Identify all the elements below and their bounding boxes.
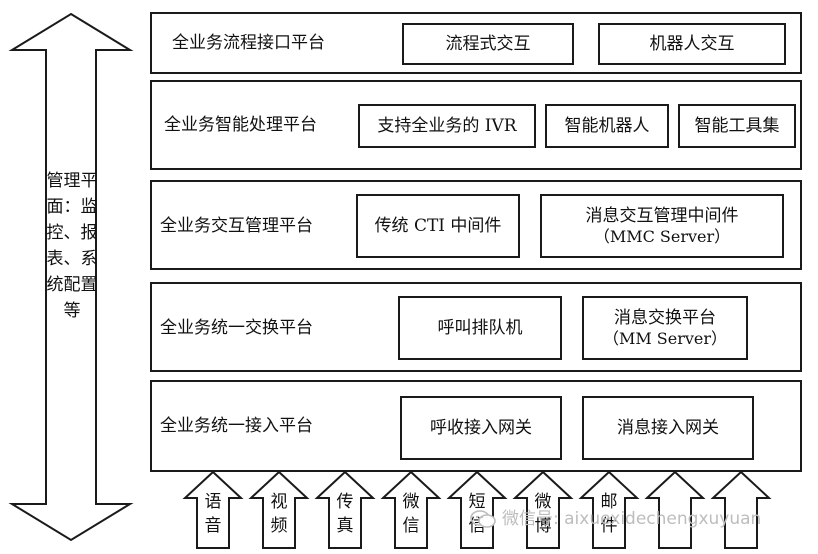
box-text: 呼叫排队机 bbox=[437, 317, 523, 338]
channel-extra-arrow bbox=[644, 470, 706, 550]
box-text: 支持全业务的 IVR bbox=[377, 115, 517, 136]
channel-label: 微 博 bbox=[512, 490, 574, 538]
layer-unified-switching: 全业务统一交换平台 呼叫排队机 消息交换平台 （MM Server） bbox=[150, 282, 802, 372]
box-subtext: （MM Server） bbox=[602, 328, 728, 348]
side-label-line: 管理平 bbox=[46, 171, 98, 191]
channel-label-char: 邮 bbox=[600, 492, 618, 512]
channel-label-char: 微 bbox=[534, 492, 552, 512]
channel-weibo-arrow: 微 博 bbox=[512, 470, 574, 550]
smart-tools-box: 智能工具集 bbox=[678, 104, 796, 148]
channel-extra-arrow bbox=[710, 470, 772, 550]
ivr-box: 支持全业务的 IVR bbox=[358, 104, 536, 148]
channel-label-char: 视 bbox=[270, 492, 288, 512]
layer-title: 全业务交互管理平台 bbox=[160, 216, 313, 236]
box-text: 消息交互管理中间件 bbox=[585, 205, 739, 226]
watermark: 微信号: aixuexidechengxuyuan bbox=[470, 504, 761, 529]
channel-label-char: 真 bbox=[336, 516, 354, 536]
box-text: 传统 CTI 中间件 bbox=[374, 215, 502, 236]
side-label-line: 等 bbox=[63, 301, 81, 321]
call-access-gateway-box: 呼收接入网关 bbox=[400, 396, 562, 460]
channel-wechat-arrow: 微 信 bbox=[380, 470, 442, 550]
box-text: 流程式交互 bbox=[445, 33, 531, 54]
channel-fax-arrow: 传 真 bbox=[314, 470, 376, 550]
side-label-line: 统配置 bbox=[46, 275, 98, 295]
layer-unified-access: 全业务统一接入平台 呼收接入网关 消息接入网关 bbox=[150, 380, 802, 472]
box-text: 呼收接入网关 bbox=[430, 417, 532, 438]
channel-label-char: 语 bbox=[204, 492, 222, 512]
double-arrow-icon bbox=[8, 12, 134, 542]
channel-label: 微 信 bbox=[380, 490, 442, 538]
box-text: 智能机器人 bbox=[564, 115, 650, 136]
channel-label-char: 传 bbox=[336, 492, 354, 512]
watermark-text: 微信号: aixuexidechengxuyuan bbox=[502, 509, 762, 529]
channel-email-arrow: 邮 件 bbox=[578, 470, 640, 550]
channel-label-char: 博 bbox=[534, 516, 552, 536]
side-label-line: 控、报 bbox=[46, 223, 98, 243]
channel-video-arrow: 视 频 bbox=[248, 470, 310, 550]
layer-interaction-management: 全业务交互管理平台 传统 CTI 中间件 消息交互管理中间件 （MMC Serv… bbox=[150, 180, 802, 270]
management-plane-label: 管理平 面：监 控、报 表、系 统配置 等 bbox=[36, 168, 108, 324]
mm-server-box: 消息交换平台 （MM Server） bbox=[582, 296, 748, 360]
box-text: 消息接入网关 bbox=[617, 417, 719, 438]
layer-title: 全业务智能处理平台 bbox=[164, 115, 317, 135]
channel-label-char: 微 bbox=[402, 492, 420, 512]
channel-label: 邮 件 bbox=[578, 490, 640, 538]
call-queue-box: 呼叫排队机 bbox=[398, 296, 562, 360]
message-access-gateway-box: 消息接入网关 bbox=[582, 396, 754, 460]
channel-label-char: 信 bbox=[402, 516, 420, 536]
channel-label-char: 音 bbox=[204, 516, 222, 536]
channel-label: 语 音 bbox=[182, 490, 244, 538]
layer-process-interface: 全业务流程接口平台 流程式交互 机器人交互 bbox=[150, 12, 802, 74]
channel-label-char: 件 bbox=[600, 516, 618, 536]
channel-sms-arrow: 短 信 bbox=[446, 470, 508, 550]
channel-label: 视 频 bbox=[248, 490, 310, 538]
layer-title: 全业务统一接入平台 bbox=[160, 416, 313, 436]
cti-middleware-box: 传统 CTI 中间件 bbox=[356, 194, 520, 258]
box-subtext: （MMC Server） bbox=[593, 226, 731, 246]
robot-interaction-box: 机器人交互 bbox=[598, 23, 786, 65]
smart-robot-box: 智能机器人 bbox=[545, 104, 669, 148]
wechat-icon bbox=[470, 510, 496, 528]
channel-label-char: 频 bbox=[270, 516, 288, 536]
layer-title: 全业务统一交换平台 bbox=[160, 318, 313, 338]
layer-title: 全业务流程接口平台 bbox=[172, 33, 325, 53]
box-text: 智能工具集 bbox=[694, 115, 780, 136]
channel-label: 传 真 bbox=[314, 490, 376, 538]
side-label-line: 面：监 bbox=[46, 197, 98, 217]
box-text: 机器人交互 bbox=[649, 33, 735, 54]
channel-label-char: 短 bbox=[468, 492, 486, 512]
layer-intelligent-processing: 全业务智能处理平台 支持全业务的 IVR 智能机器人 智能工具集 bbox=[150, 80, 802, 170]
mmc-server-box: 消息交互管理中间件 （MMC Server） bbox=[540, 194, 784, 258]
box-text: 消息交换平台 bbox=[614, 307, 716, 328]
side-label-line: 表、系 bbox=[46, 249, 98, 269]
flow-interaction-box: 流程式交互 bbox=[402, 23, 574, 65]
channel-voice-arrow: 语 音 bbox=[182, 470, 244, 550]
